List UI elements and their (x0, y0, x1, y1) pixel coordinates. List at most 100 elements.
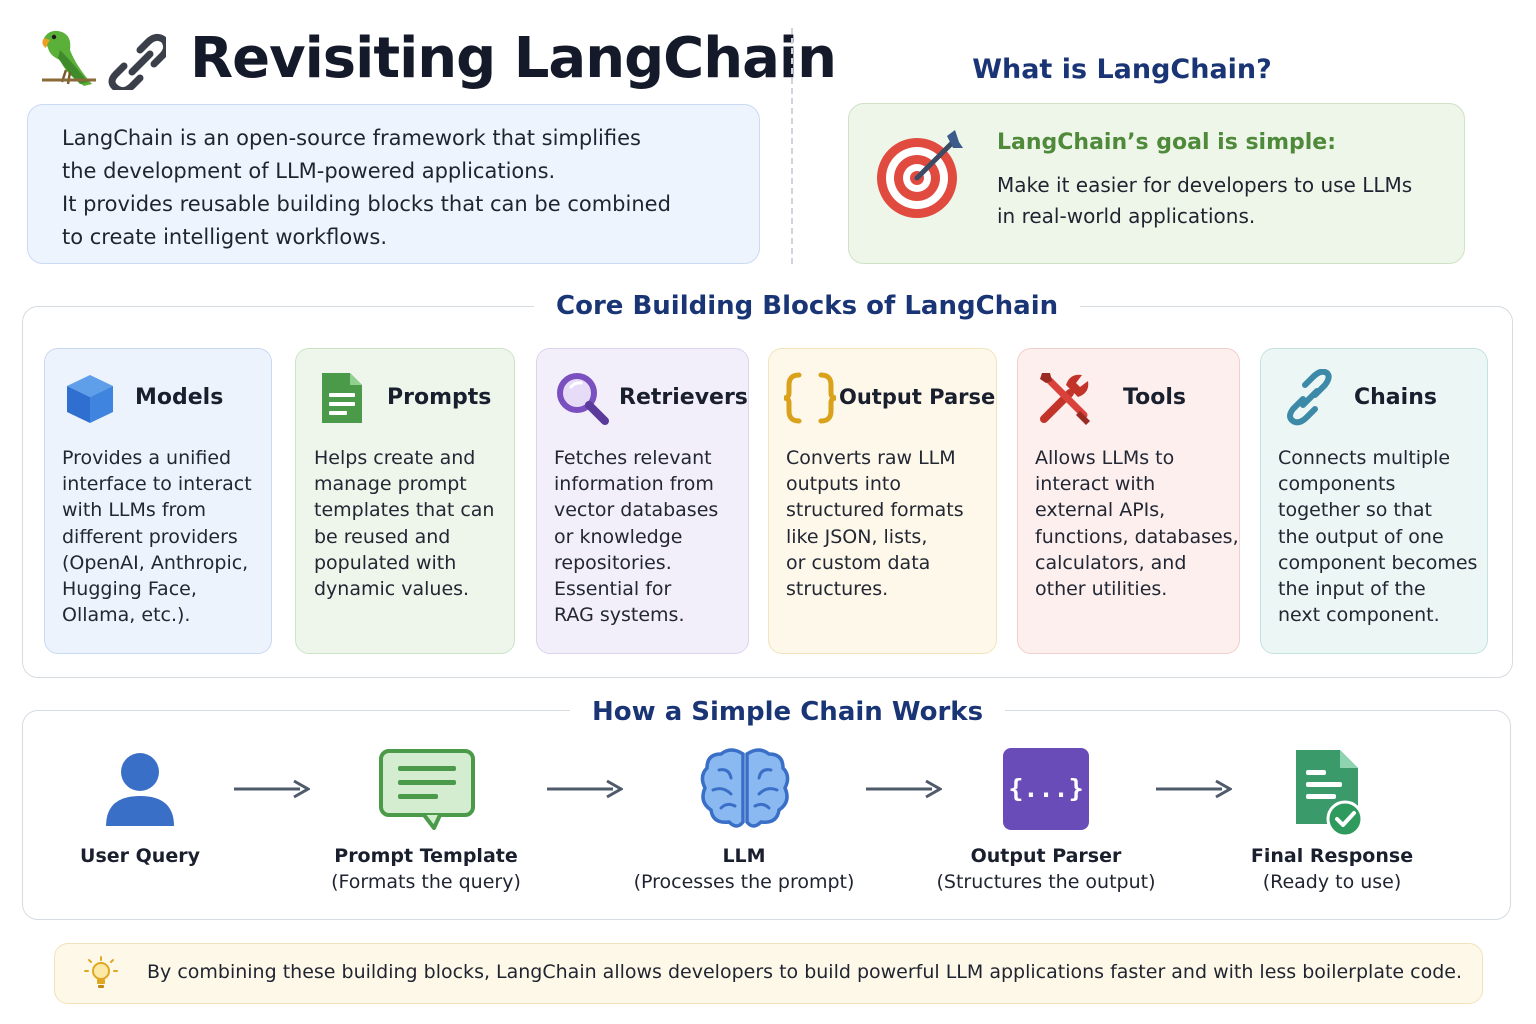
parrot-icon (42, 30, 96, 86)
card-retrievers: Retrievers Fetches relevant information … (536, 348, 749, 654)
card-body: Fetches relevant information from vector… (554, 445, 718, 628)
card-line: Essential for (554, 578, 672, 601)
card-prompts: Prompts Helps create and manage prompt t… (295, 348, 515, 654)
card-line: the input of the (1278, 578, 1426, 601)
card-line: next component. (1278, 604, 1440, 627)
card-body: Helps create and manage prompt templates… (314, 445, 494, 602)
document-icon (322, 373, 362, 423)
card-line: external APIs, (1035, 499, 1166, 522)
card-line: together so that (1278, 499, 1433, 522)
card-line: calculators, and (1035, 551, 1187, 574)
card-line: Helps create and (314, 447, 476, 469)
arrow-icon (1156, 779, 1232, 799)
card-line: components (1278, 473, 1396, 496)
card-body: Connects multiple components together so… (1278, 445, 1477, 628)
card-body: Allows LLMs to interact with external AP… (1035, 445, 1239, 602)
flow-step-sub: (Processes the prompt) (633, 871, 855, 893)
header-icons (42, 30, 166, 90)
card-tools: Tools Allows LLMs to interact with exter… (1017, 348, 1240, 654)
card-line: interface to interact (62, 473, 252, 496)
braces-box-icon: {...} (1003, 748, 1089, 830)
card-line: with LLMs from (62, 499, 207, 522)
intro-line: the development of LLM-powered applicati… (62, 159, 556, 183)
goal-text: Make it easier for developers to use LLM… (997, 170, 1412, 232)
flow-section-title: How a Simple Chain Works (570, 695, 1006, 729)
flow-step-label: LLM (722, 845, 766, 867)
vertical-divider (791, 28, 793, 264)
flow-step-sub: (Ready to use) (1262, 871, 1402, 893)
card-line: structures. (786, 578, 889, 601)
card-line: vector databases (554, 499, 719, 522)
card-line: information from (554, 473, 714, 496)
card-line: Allows LLMs to (1035, 447, 1175, 469)
intro-line: LangChain is an open-source framework th… (62, 126, 641, 150)
checked-document-icon (1296, 750, 1364, 838)
chat-bubble-icon (379, 749, 475, 830)
card-line: Provides a unified (62, 447, 232, 469)
core-section-title: Core Building Blocks of LangChain (534, 289, 1081, 323)
flow-step-label: User Query (80, 845, 200, 867)
card-line: repositories. (554, 551, 672, 574)
flow-step-sub: (Structures the output) (936, 871, 1156, 893)
card-line: structured formats (786, 499, 964, 522)
card-line: be reused and (314, 525, 451, 548)
card-title: Chains (1354, 385, 1437, 410)
card-output-parsers: Output Parsers Converts raw LLM outputs … (768, 348, 997, 654)
card-line: outputs into (786, 473, 902, 496)
cube-icon (67, 375, 113, 423)
what-is-title: What is LangChain? (972, 54, 1272, 85)
brain-icon (700, 748, 790, 828)
intro-line: It provides reusable building blocks tha… (62, 192, 671, 216)
goal-line: in real-world applications. (997, 204, 1256, 228)
user-icon (106, 753, 174, 826)
wrench-screwdriver-icon (1040, 373, 1090, 425)
card-line: or knowledge (554, 525, 683, 548)
goal-line: Make it easier for developers to use LLM… (997, 173, 1413, 197)
card-line: component becomes (1278, 551, 1478, 574)
footer-box: By combining these building blocks, Lang… (54, 943, 1483, 1004)
magnifier-icon (557, 373, 609, 425)
card-title: Retrievers (619, 385, 748, 410)
card-title: Prompts (387, 385, 492, 410)
card-line: the output of one (1278, 525, 1444, 548)
card-line: (OpenAI, Anthropic, (62, 551, 249, 574)
goal-title: LangChain’s goal is simple: (997, 130, 1337, 155)
lightbulb-icon (84, 956, 118, 988)
intro-box: LangChain is an open-source framework th… (27, 104, 760, 264)
card-line: interact with (1035, 473, 1156, 496)
card-title: Models (135, 385, 224, 410)
arrow-icon (547, 779, 623, 799)
arrow-icon (234, 779, 310, 799)
card-line: Hugging Face, (62, 578, 197, 601)
goal-box: LangChain’s goal is simple: Make it easi… (848, 103, 1465, 264)
card-line: like JSON, lists, (786, 525, 928, 548)
card-line: functions, databases, (1035, 525, 1239, 548)
arrow-icon (866, 779, 942, 799)
card-line: Converts raw LLM (786, 447, 956, 469)
intro-line: to create intelligent workflows. (62, 225, 388, 249)
card-title: Tools (1123, 385, 1186, 410)
card-line: manage prompt (314, 473, 467, 496)
flow-step-label: Final Response (1250, 845, 1414, 867)
chain-link-icon (1287, 369, 1332, 426)
card-line: or custom data (786, 551, 931, 574)
card-line: Connects multiple (1278, 447, 1451, 469)
target-icon (877, 130, 963, 218)
card-line: other utilities. (1035, 578, 1168, 601)
flow-step-label: Output Parser (970, 845, 1122, 867)
card-line: populated with (314, 551, 457, 574)
card-models: Models Provides a unified interface to i… (44, 348, 272, 654)
braces-text: {...} (1008, 774, 1084, 803)
card-line: dynamic values. (314, 578, 470, 601)
chain-link-icon (108, 33, 166, 90)
card-line: Ollama, etc.). (62, 604, 191, 627)
flow-step-sub: (Formats the query) (331, 871, 521, 893)
card-line: RAG systems. (554, 604, 685, 627)
card-body: Provides a unified interface to interact… (62, 445, 252, 628)
card-body: Converts raw LLM outputs into structured… (786, 445, 964, 602)
card-line: different providers (62, 525, 238, 548)
card-title: Output Parsers (839, 385, 996, 409)
card-line: templates that can (314, 499, 495, 522)
page-title: Revisiting LangChain (190, 26, 837, 91)
footer-text: By combining these building blocks, Lang… (147, 961, 1462, 983)
